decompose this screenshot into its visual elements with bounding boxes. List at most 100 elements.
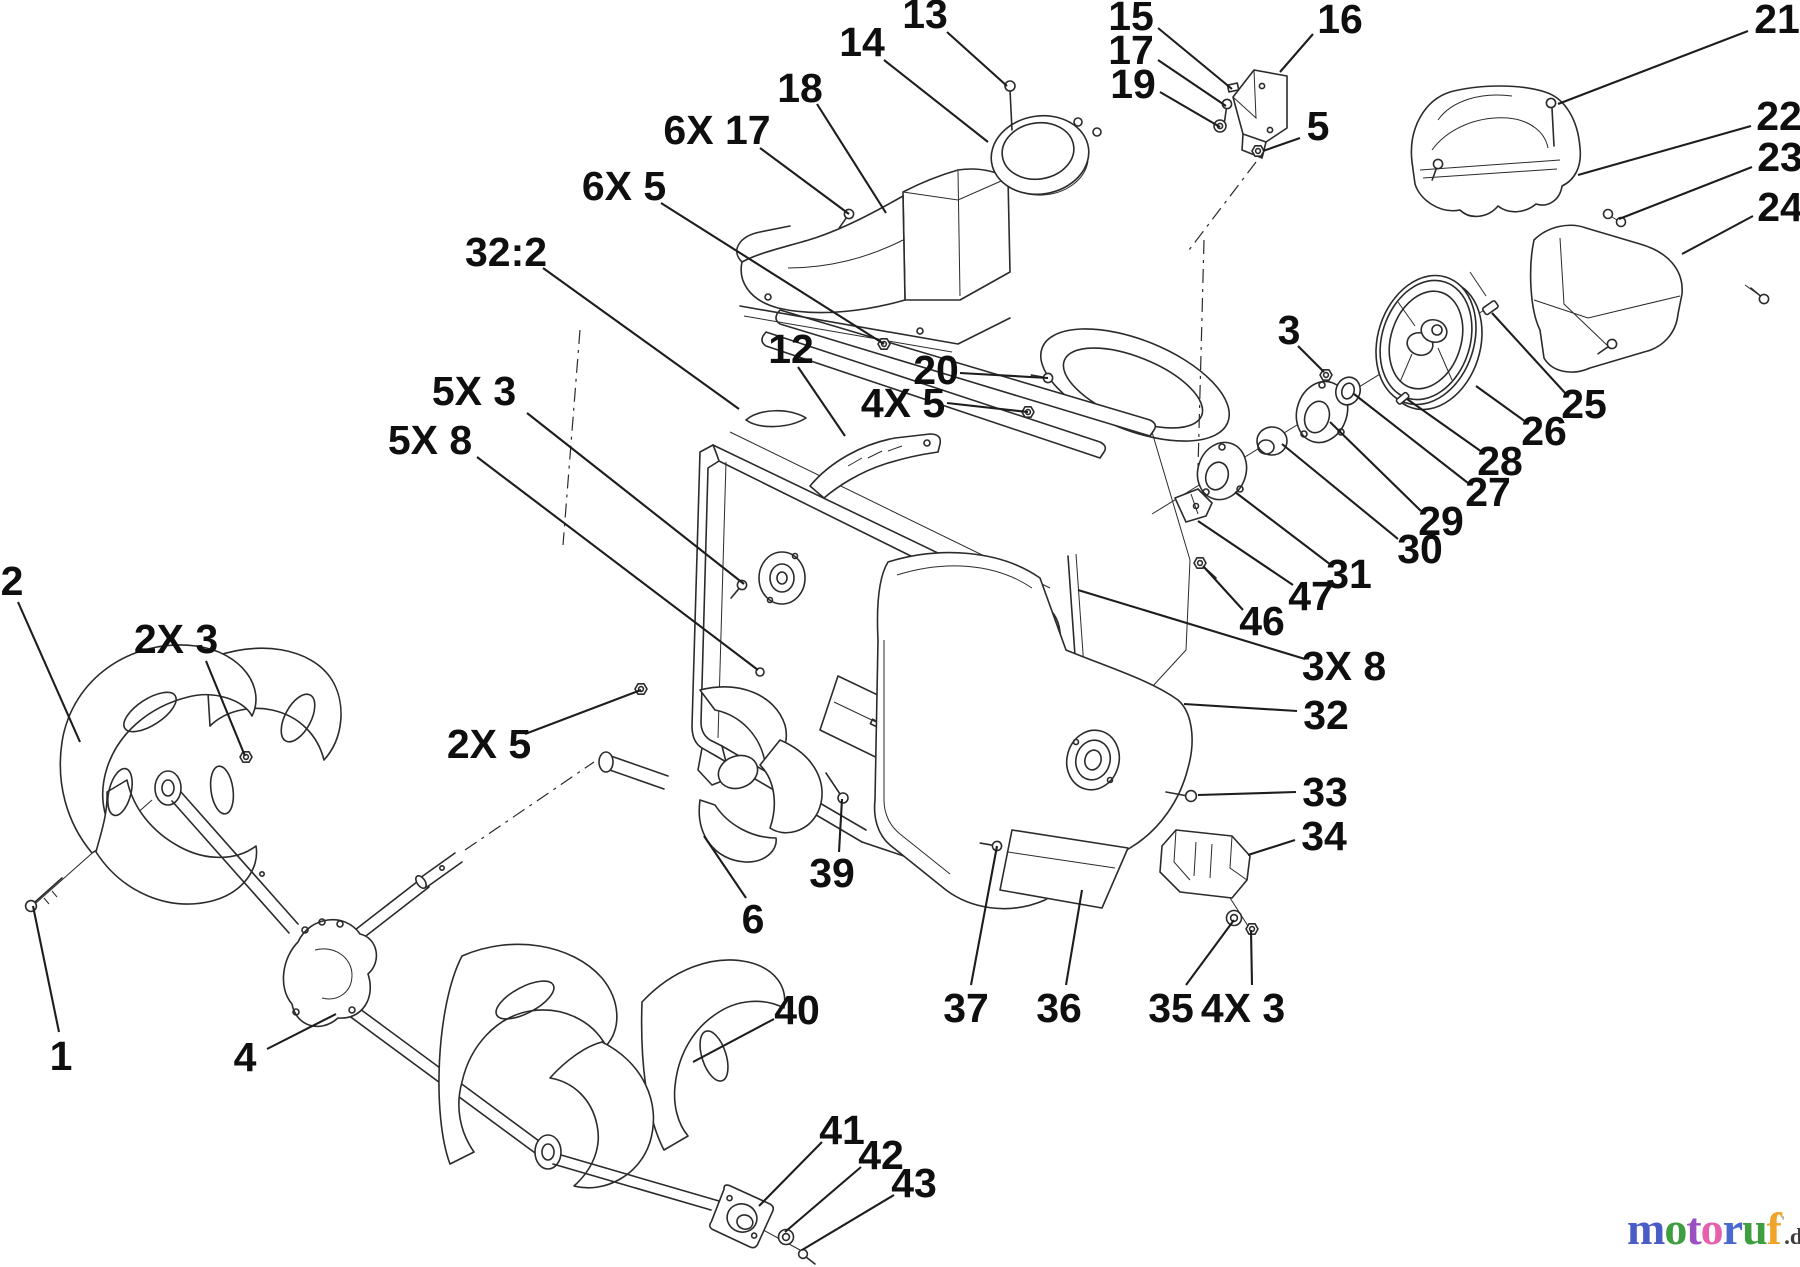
callout-leader-20 (959, 371, 1049, 380)
callout-leader-33 (1197, 790, 1297, 797)
gearbox-4 (282, 918, 378, 1028)
callout-label-43: 43 (891, 1160, 937, 1206)
auger-right-40 (438, 943, 786, 1211)
callout-label-6X 5: 6X 5 (582, 163, 666, 209)
chute-pedestal (761, 309, 1231, 459)
callout-label-5X 3: 5X 3 (432, 368, 516, 414)
bolt-39 (825, 772, 849, 804)
logo-suffix: .de (1784, 1224, 1800, 1249)
callout-label-39: 39 (809, 850, 855, 896)
skid-34 (1159, 829, 1251, 899)
callout-leader-28 (1406, 398, 1483, 453)
callout-label-24: 24 (1757, 184, 1800, 230)
callout-label-12: 12 (768, 326, 814, 372)
screw-13 (1004, 80, 1016, 131)
nut-2x3 (239, 750, 253, 764)
callout-leader-4X 5 (946, 401, 1029, 414)
callout-label-29: 29 (1418, 498, 1464, 544)
callout-leader-15 (1157, 27, 1233, 90)
nut-5 (1251, 145, 1265, 157)
support-arm-12 (809, 433, 942, 499)
bearing-41 (709, 1184, 775, 1249)
bracket-47 (1174, 488, 1213, 523)
callout-leader-31 (1234, 491, 1332, 566)
callout-label-4X 3: 4X 3 (1201, 985, 1285, 1031)
callout-label-36: 36 (1036, 985, 1082, 1031)
callout-label-20: 20 (913, 347, 959, 393)
callout-label-5X 8: 5X 8 (388, 417, 472, 463)
side-plate-32 (873, 551, 1193, 910)
callout-label-14: 14 (839, 19, 885, 65)
callout-label-13: 13 (902, 0, 948, 37)
logo-letter: o (1700, 1203, 1724, 1254)
callout-leader-16 (1279, 33, 1314, 73)
frame-plate-36 (999, 829, 1129, 909)
callout-leader-25 (1491, 312, 1567, 395)
callout-leader-22 (1577, 124, 1752, 177)
cover-bracket-24 (1529, 224, 1772, 373)
logo-letter: r (1722, 1203, 1743, 1254)
callout-leader-5X 8 (476, 456, 759, 671)
callout-leader-39 (837, 798, 844, 853)
callout-label-22: 22 (1756, 93, 1800, 139)
callout-leader-37 (969, 845, 999, 986)
motoruf-logo: motoruf'.de (1627, 1206, 1800, 1252)
washer-35 (1225, 909, 1243, 927)
callout-label-23: 23 (1757, 134, 1800, 180)
callout-leader-34 (1247, 838, 1296, 857)
callout-label-37: 37 (943, 985, 989, 1031)
clip-15 (1226, 82, 1240, 93)
logo-mark: ' (1781, 1214, 1785, 1230)
auger-left-2 (59, 644, 342, 905)
callout-label-46: 46 (1239, 598, 1285, 644)
callout-leader-32 (1183, 702, 1298, 713)
callout-leader-17 (1157, 59, 1227, 107)
idler-pin-25 (1469, 271, 1499, 316)
callout-label-6X 17: 6X 17 (663, 107, 770, 153)
callout-label-2X 5: 2X 5 (447, 721, 531, 767)
callout-label-4: 4 (234, 1034, 257, 1080)
callout-label-25: 25 (1561, 381, 1607, 427)
bolt-33 (1165, 789, 1198, 803)
callout-leader-41 (758, 1141, 823, 1207)
callout-label-2: 2 (1, 558, 24, 604)
callout-label-17: 17 (1108, 27, 1154, 73)
callout-leader-5X 3 (526, 412, 745, 585)
callout-label-3: 3 (1278, 307, 1301, 353)
callout-leader-1 (31, 905, 61, 1033)
callout-label-28: 28 (1477, 438, 1523, 484)
callout-label-26: 26 (1521, 408, 1567, 454)
callout-leader-6 (703, 835, 747, 899)
callout-leader-27 (1353, 393, 1469, 484)
callout-leader-5 (1262, 137, 1301, 152)
callout-leader-3X 8 (1077, 588, 1306, 661)
callout-label-6: 6 (742, 896, 765, 942)
callout-leader-6X 5 (660, 202, 885, 345)
callout-label-31: 31 (1326, 551, 1372, 597)
callout-leader-26 (1475, 385, 1527, 423)
logo-letter: o (1664, 1203, 1687, 1254)
callout-leader-14 (883, 59, 989, 143)
callout-leader-19 (1159, 91, 1221, 128)
callout-label-1: 1 (50, 1033, 73, 1079)
callout-leader-30 (1281, 443, 1399, 540)
callout-label-3X 8: 3X 8 (1302, 643, 1386, 689)
decal-32-2 (745, 409, 807, 428)
callout-leader-2X 3 (205, 660, 246, 757)
callout-leader-47 (1197, 520, 1294, 586)
callout-leader-43 (801, 1194, 895, 1251)
mount-bracket-16 (1232, 69, 1288, 159)
callout-leader-40 (692, 1018, 775, 1063)
callout-leader-32:2 (542, 267, 740, 410)
chute-deflector-18 (736, 168, 1011, 353)
callout-leader-24 (1681, 215, 1754, 255)
nut-3 (1319, 368, 1333, 382)
callout-label-32:2: 32:2 (465, 229, 547, 275)
callout-label-34: 34 (1301, 813, 1347, 859)
callout-label-42: 42 (858, 1132, 904, 1178)
chute-ring-14 (990, 114, 1102, 196)
callout-label-21: 21 (1754, 0, 1800, 42)
callout-leader-18 (816, 103, 887, 214)
